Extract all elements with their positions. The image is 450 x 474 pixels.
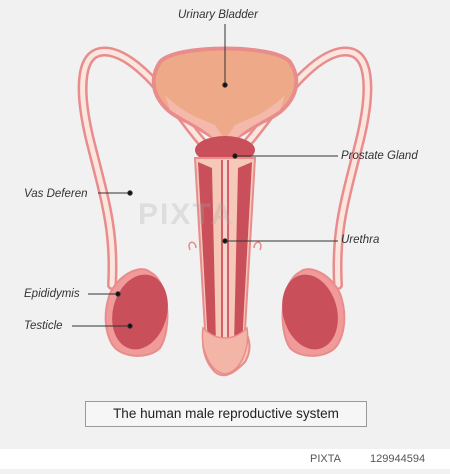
footer-brand: PIXTA <box>310 453 341 465</box>
label-vas-deferen: Vas Deferen <box>24 188 88 200</box>
label-testicle: Testicle <box>24 320 63 332</box>
diagram-caption: The human male reproductive system <box>85 401 367 427</box>
footer-bar: PIXTA 129944594 <box>0 449 450 469</box>
label-urethra: Urethra <box>341 234 380 246</box>
label-prostate-gland: Prostate Gland <box>341 150 418 162</box>
label-urinary-bladder: Urinary Bladder <box>178 9 258 21</box>
label-epididymis: Epididymis <box>24 288 80 300</box>
testicle-right <box>282 274 338 350</box>
testicle-left <box>112 274 168 350</box>
testis-right <box>281 268 346 357</box>
footer-image-id: 129944594 <box>370 453 426 465</box>
testis-left <box>104 268 169 357</box>
watermark: PIXTA <box>138 198 235 231</box>
